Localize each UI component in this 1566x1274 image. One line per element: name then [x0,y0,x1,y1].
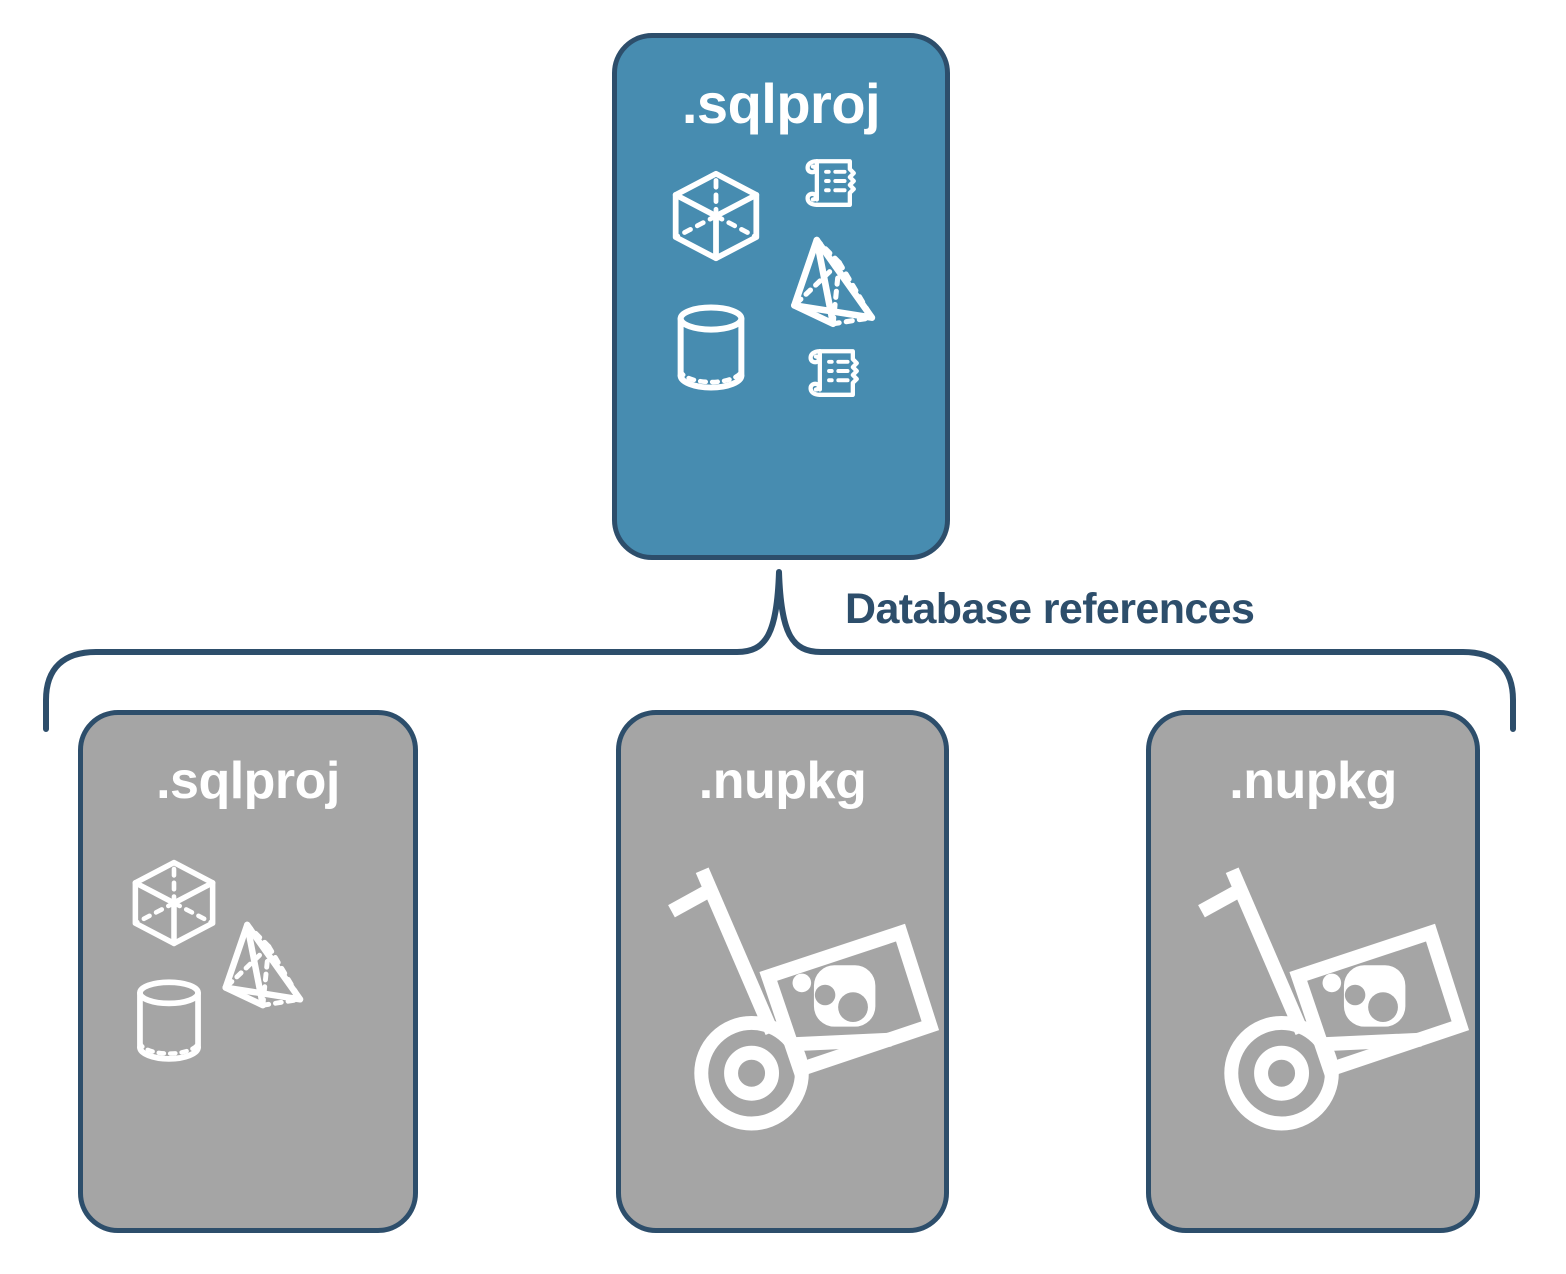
hand-truck-package-icon [1198,867,1470,1131]
database-references-label: Database references [845,585,1255,633]
hand-truck-package-icon [667,867,939,1131]
root-sqlproj-icon-group [666,152,896,422]
scroll-script-icon [808,349,859,397]
cylinder-wireframe-icon [137,979,201,1062]
reference-sqlproj-icon-group [108,829,388,1129]
cube-wireframe-icon [672,170,760,262]
scroll-script-icon [805,159,856,207]
root-sqlproj-card-title: .sqlproj [681,72,881,135]
root-sqlproj-card[interactable]: .sqlproj [612,33,950,560]
reference-card-nupkg-2[interactable]: .nupkg [1146,710,1480,1233]
reference-card-sqlproj-title: .sqlproj [156,752,340,810]
reference-card-sqlproj[interactable]: .sqlproj [78,710,418,1233]
reference-card-nupkg-1[interactable]: .nupkg [616,710,949,1233]
reference-nupkg-1-icon-group [643,829,939,1131]
pyramid-wireframe-icon [791,236,876,328]
reference-card-nupkg-1-title: .nupkg [698,752,867,810]
pyramid-wireframe-icon [222,921,304,1009]
reference-card-nupkg-2-title: .nupkg [1229,752,1397,810]
cube-wireframe-icon [132,859,216,947]
reference-nupkg-2-icon-group [1173,829,1470,1131]
cylinder-wireframe-icon [677,304,745,391]
